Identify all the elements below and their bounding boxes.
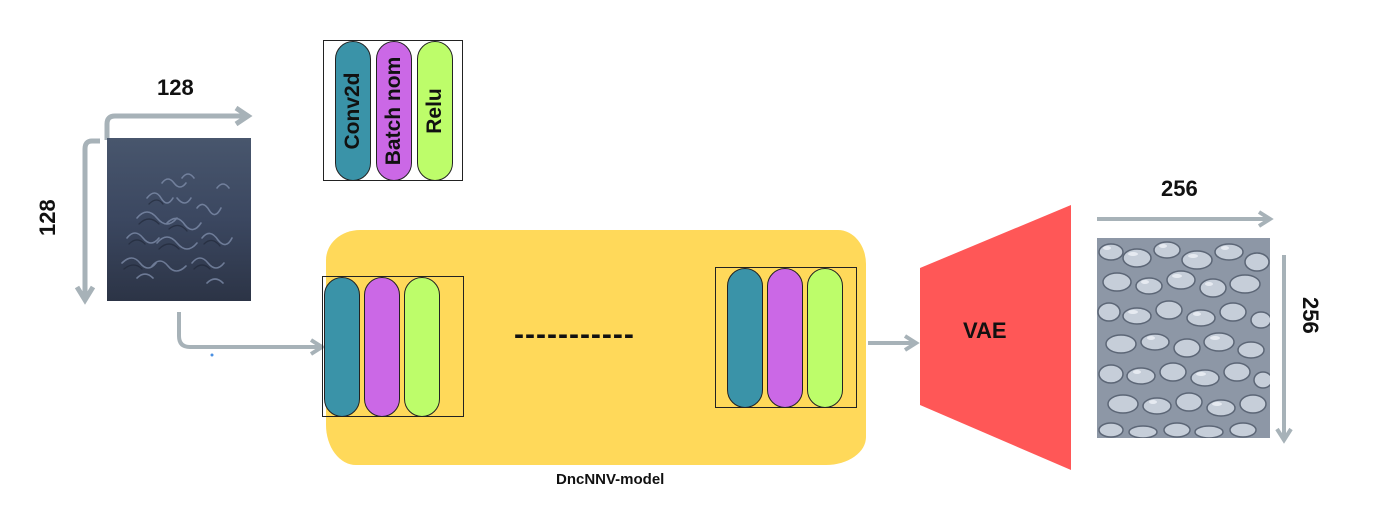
vae-label: VAE: [963, 318, 1007, 343]
legend-relu-pill: Relu: [417, 41, 453, 181]
last-block-relu: [807, 268, 843, 408]
input-height-arrow: [82, 138, 100, 298]
first-block-bn: [364, 277, 400, 417]
first-block: [322, 276, 464, 417]
vae-block: [920, 205, 1071, 470]
last-block: [715, 267, 857, 408]
input-texture-image: [107, 138, 251, 301]
input-to-model-arrow: [177, 312, 320, 349]
input-width-arrow: [104, 113, 246, 140]
first-block-conv: [324, 277, 360, 417]
stray-dot: [210, 353, 214, 357]
legend-box: Conv2d Batch nom Relu: [323, 40, 463, 181]
legend-conv-pill: Conv2d: [335, 41, 371, 181]
last-block-conv: [727, 268, 763, 408]
legend-relu-label: Relu: [423, 88, 446, 134]
output-height-label: 256: [1298, 297, 1323, 334]
repeat-dashes: -----------: [514, 318, 635, 351]
output-width-label: 256: [1161, 176, 1198, 201]
legend-bn-pill: Batch nom: [376, 41, 412, 181]
output-texture-image: [1097, 238, 1270, 438]
legend-bn-label: Batch nom: [382, 56, 405, 166]
input-height-label: 128: [35, 199, 60, 236]
first-block-relu: [404, 277, 440, 417]
model-label: DncNNV-model: [556, 471, 665, 488]
input-width-label: 128: [157, 75, 194, 100]
last-block-bn: [767, 268, 803, 408]
legend-conv-label: Conv2d: [341, 72, 364, 150]
